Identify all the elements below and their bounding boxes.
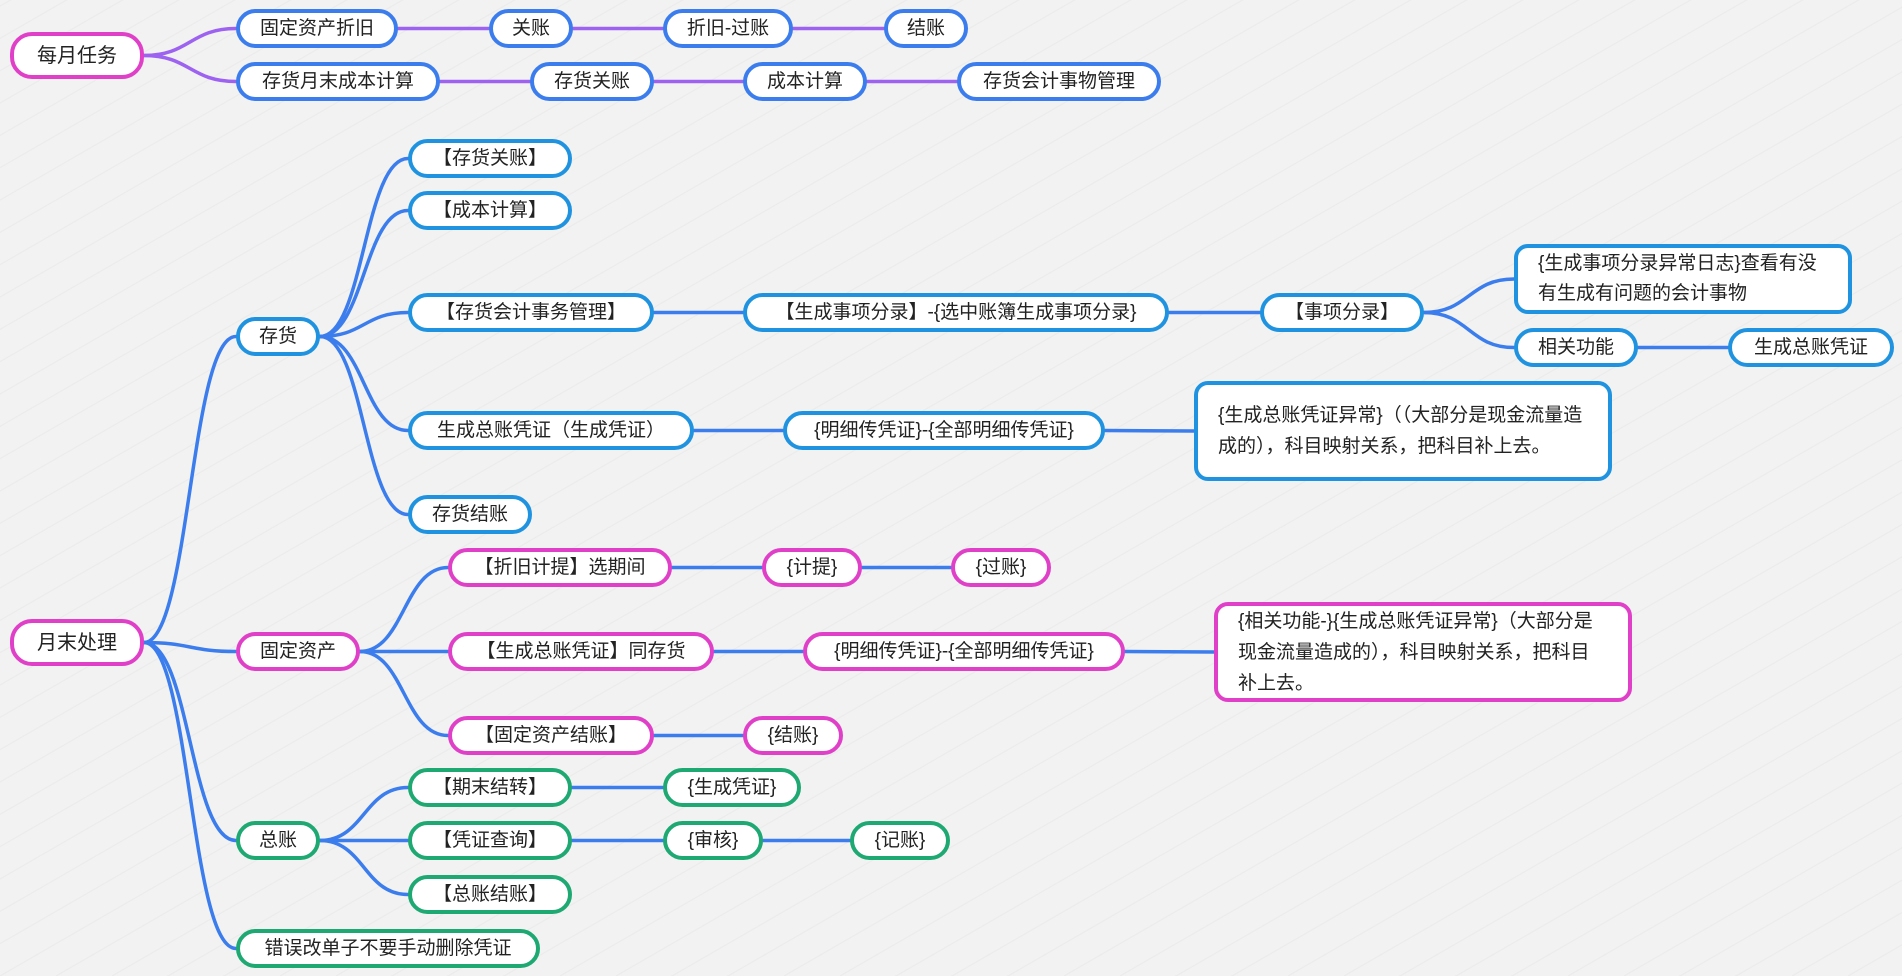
node-general-ledger[interactable]: 总账: [236, 821, 320, 860]
node-bookkeeping[interactable]: {记账}: [850, 821, 950, 860]
connector-node-inventory-to-node-gen-gl-voucher-gen: [318, 334, 410, 433]
node-detail-voucher-2[interactable]: {明细传凭证}-{全部明细传凭证}: [803, 632, 1125, 671]
node-posting[interactable]: {过账}: [951, 548, 1051, 587]
connector-node-month-end-to-node-error-note: [142, 640, 238, 951]
node-related-func[interactable]: 相关功能: [1514, 328, 1638, 367]
node-cost-calc[interactable]: 成本计算: [743, 62, 867, 101]
node-audit[interactable]: {审核}: [663, 821, 763, 860]
node-month-end[interactable]: 月末处理: [10, 619, 144, 666]
node-gen-gl-voucher-gen[interactable]: 生成总账凭证（生成凭证）: [408, 411, 694, 450]
node-cost-calc-b[interactable]: 【成本计算】: [408, 191, 572, 230]
connector-node-inventory-to-node-cost-calc-b: [318, 208, 410, 339]
node-accrual[interactable]: {计提}: [762, 548, 862, 587]
node-gen-item-entries[interactable]: 【生成事项分录】-{选中账簿生成事项分录}: [743, 293, 1169, 332]
node-depreciation-posting[interactable]: 折旧-过账: [663, 9, 793, 48]
node-closing[interactable]: 结账: [884, 9, 968, 48]
node-gl-voucher-error-2[interactable]: {相关功能-}{生成总账凭证异常}（大部分是现金流量造成的），科目映射关系，把科…: [1214, 602, 1632, 702]
node-item-entries[interactable]: 【事项分录】: [1260, 293, 1424, 332]
connector-node-general-ledger-to-node-gl-closing: [318, 838, 410, 897]
node-depr-accrual[interactable]: 【折旧计提】选期间: [448, 548, 672, 587]
connector-node-month-end-to-node-general-ledger: [142, 640, 238, 843]
node-gen-gl-same[interactable]: 【生成总账凭证】同存货: [448, 632, 714, 671]
node-monthly-tasks[interactable]: 每月任务: [10, 32, 144, 79]
node-gen-voucher[interactable]: {生成凭证}: [663, 768, 801, 807]
node-error-note[interactable]: 错误改单子不要手动删除凭证: [236, 929, 540, 968]
connector-node-monthly-tasks-to-node-fa-depreciation: [142, 26, 238, 58]
node-fixed-assets[interactable]: 固定资产: [236, 632, 360, 671]
node-period-transfer[interactable]: 【期末结转】: [408, 768, 572, 807]
connector-node-month-end-to-node-fixed-assets: [142, 640, 238, 654]
node-gen-gl-voucher[interactable]: 生成总账凭证: [1728, 328, 1894, 367]
connector-node-inventory-to-node-inv-closing: [318, 334, 410, 517]
node-gl-closing[interactable]: 【总账结账】: [408, 875, 572, 914]
connector-node-fixed-assets-to-node-depr-accrual: [358, 565, 450, 654]
node-detail-voucher-1[interactable]: {明细传凭证}-{全部明细传凭证}: [783, 411, 1105, 450]
connector-node-item-entries-to-node-related-func: [1422, 310, 1516, 350]
node-inv-closing[interactable]: 存货结账: [408, 495, 532, 534]
node-closing-2[interactable]: {结账}: [743, 716, 843, 755]
connector-node-general-ledger-to-node-period-transfer: [318, 785, 410, 843]
connector-node-fixed-assets-to-node-fa-closing: [358, 649, 450, 738]
node-close-books[interactable]: 关账: [489, 9, 573, 48]
node-inv-acct-affairs[interactable]: 【存货会计事务管理】: [408, 293, 654, 332]
connector-node-item-entries-to-node-entry-error-log: [1422, 277, 1516, 315]
node-inventory-close[interactable]: 存货关账: [530, 62, 654, 101]
node-fa-depreciation[interactable]: 固定资产折旧: [236, 9, 398, 48]
node-entry-error-log[interactable]: {生成事项分录异常日志}查看有没有生成有问题的会计事物: [1514, 244, 1852, 314]
node-inventory-acct-mgmt[interactable]: 存货会计事物管理: [957, 62, 1161, 101]
connector-node-inventory-to-node-inv-close: [318, 156, 410, 339]
node-gl-voucher-error-1[interactable]: {生成总账凭证异常}（（大部分是现金流量造成的），科目映射关系，把科目补上去。: [1194, 381, 1612, 481]
connector-node-detail-voucher-1-to-node-gl-voucher-error-1: [1103, 428, 1196, 433]
node-fa-closing[interactable]: 【固定资产结账】: [448, 716, 654, 755]
node-voucher-query[interactable]: 【凭证查询】: [408, 821, 572, 860]
connector-node-detail-voucher-2-to-node-gl-voucher-error-2: [1123, 649, 1216, 654]
connector-node-month-end-to-node-inventory: [142, 334, 238, 645]
connector-node-monthly-tasks-to-node-inventory-month-cost: [142, 53, 238, 84]
connector-node-inventory-to-node-inv-acct-affairs: [318, 310, 410, 339]
node-inventory-month-cost[interactable]: 存货月末成本计算: [236, 62, 440, 101]
node-inv-close[interactable]: 【存货关账】: [408, 139, 572, 178]
node-inventory[interactable]: 存货: [236, 317, 320, 356]
